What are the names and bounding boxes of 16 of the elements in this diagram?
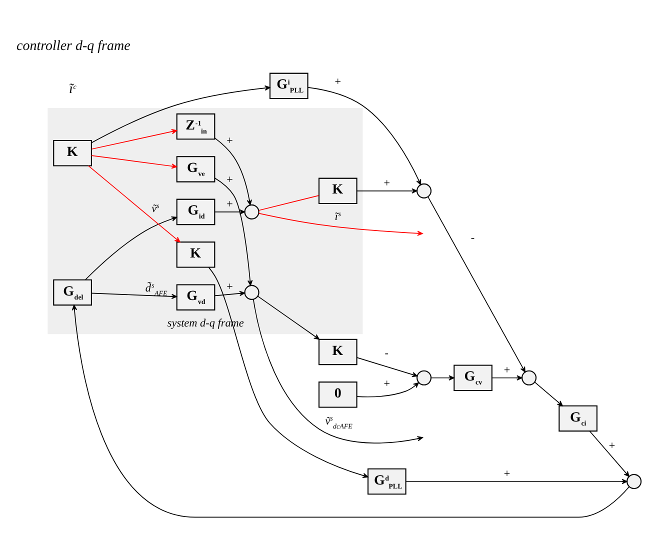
edge-label: + — [226, 174, 234, 186]
edge-label: + — [383, 378, 391, 390]
edge-label: + — [226, 198, 234, 211]
edge-label: + — [334, 76, 342, 88]
label: ĩ$^{c}$ — [69, 82, 76, 97]
edge-label: + — [383, 178, 391, 190]
edge-label: - — [384, 348, 389, 360]
label: controller d-q frame — [16, 39, 130, 54]
edge-label: - — [470, 232, 475, 244]
edge-label: + — [503, 364, 511, 377]
edge-label: + — [226, 281, 234, 294]
edge-label: + — [608, 440, 616, 452]
edge-label: ĩ$^{s}$ — [334, 210, 341, 224]
edge-label: + — [226, 134, 234, 147]
edge-label: ṽ$^{s}$ — [152, 202, 160, 215]
edge-label: + — [503, 468, 511, 480]
